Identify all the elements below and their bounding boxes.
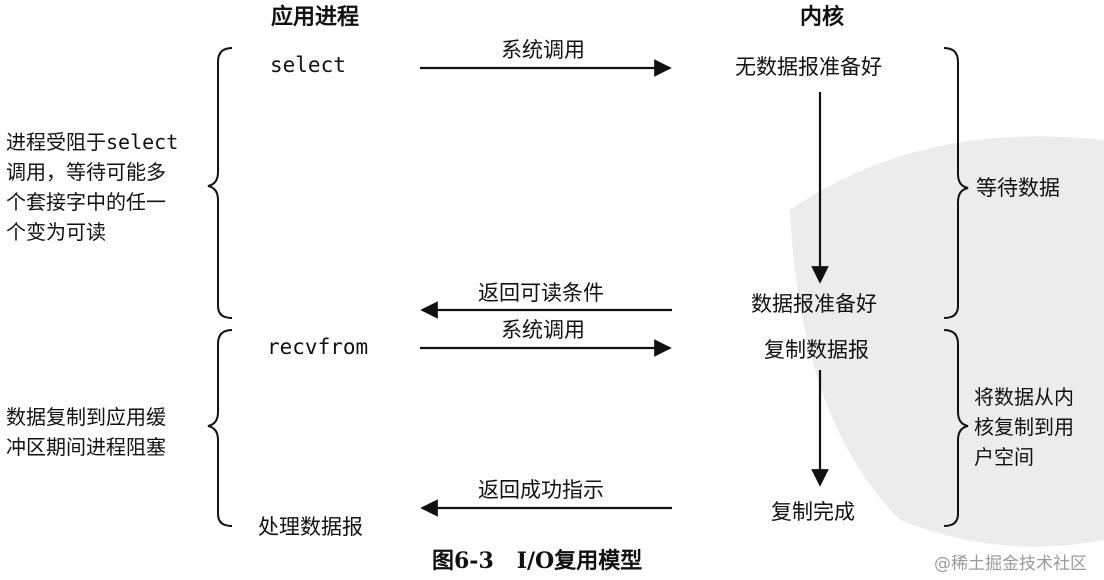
figure-caption: 图6-3 I/O复用模型 — [432, 548, 643, 574]
note-line: 个套接字中的任一 — [6, 190, 166, 214]
seal-watermark — [790, 136, 1104, 547]
note-copy-to-user: 将数据从内 核复制到用 户空间 — [974, 382, 1074, 472]
brace-left-recvfrom — [207, 329, 233, 527]
note-blocked-during-copy: 数据复制到应用缓 冲区期间进程阻塞 — [6, 402, 166, 462]
brace-right-wait — [943, 47, 969, 319]
kernel-copy-datagram: 复制数据报 — [764, 338, 869, 362]
note-line: 冲区期间进程阻塞 — [6, 435, 166, 459]
note-line: 个变为可读 — [6, 220, 106, 244]
label-return-success: 返回成功指示 — [478, 478, 604, 502]
watermark-text: @稀土掘金技术社区 — [934, 554, 1087, 574]
kernel-copy-done: 复制完成 — [771, 500, 855, 524]
brace-right-copy — [943, 329, 969, 527]
header-kernel: 内核 — [800, 4, 845, 30]
note-line: 将数据从内 — [974, 385, 1074, 409]
note-wait-data: 等待数据 — [976, 176, 1060, 200]
note-blocked-in-select: 进程受阻于select 调用，等待可能多 个套接字中的任一 个变为可读 — [6, 127, 178, 247]
step-recvfrom: recvfrom — [267, 335, 369, 359]
label-return-readable: 返回可读条件 — [478, 281, 604, 305]
step-process-datagram: 处理数据报 — [258, 515, 363, 539]
kernel-data-ready: 数据报准备好 — [751, 292, 877, 316]
note-line: 核复制到用 — [974, 415, 1074, 439]
label-syscall-1: 系统调用 — [501, 38, 585, 62]
step-select: select — [270, 53, 346, 77]
note-line: 进程受阻于 — [6, 130, 106, 154]
label-syscall-2: 系统调用 — [501, 318, 585, 342]
brace-left-select — [207, 47, 233, 319]
note-line: 调用，等待可能多 — [6, 160, 166, 184]
note-select-keyword: select — [106, 130, 179, 154]
note-line: 数据复制到应用缓 — [6, 405, 166, 429]
header-application-process: 应用进程 — [271, 4, 360, 30]
note-line: 户空间 — [974, 445, 1034, 469]
kernel-no-data: 无数据报准备好 — [735, 55, 882, 79]
